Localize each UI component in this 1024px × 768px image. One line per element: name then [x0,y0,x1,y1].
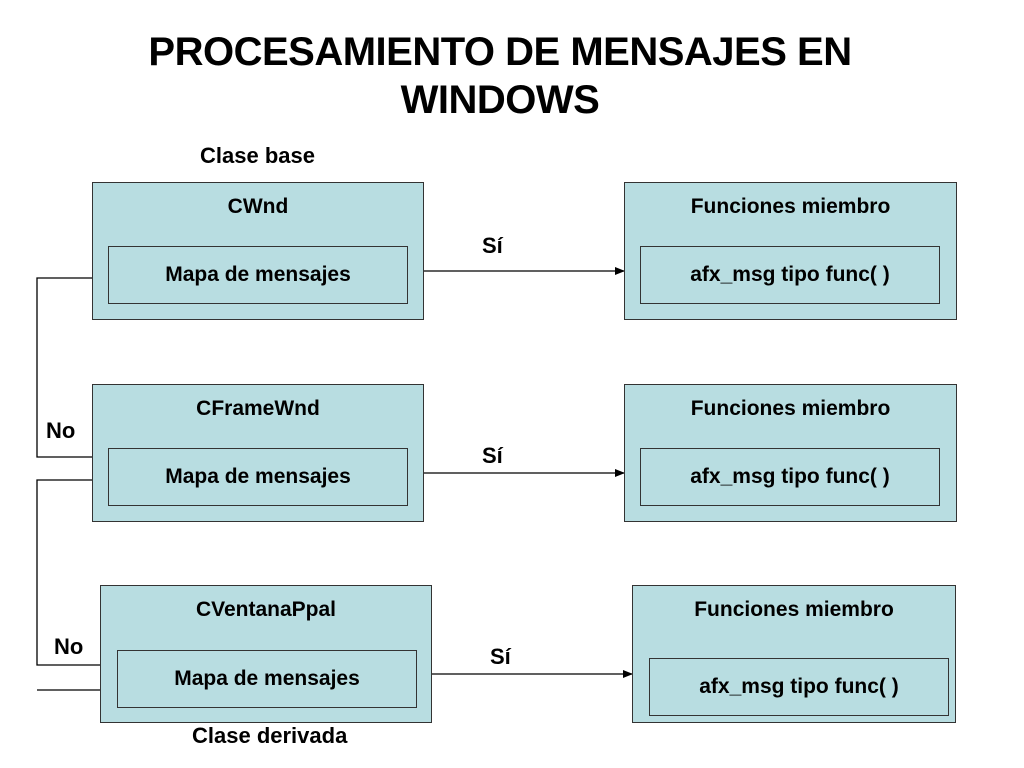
yes-label-1: Sí [482,233,503,258]
page-title: PROCESAMIENTO DE MENSAJES EN WINDOWS [0,28,1000,124]
class-box-cventanappal: CVentanaPpal Mapa de mensajes [100,585,432,723]
member-functions-box-2: Funciones miembro afx_msg tipo func( ) [624,384,957,522]
class-box-cwnd: CWnd Mapa de mensajes [92,182,424,320]
class-name: CWnd [227,195,289,218]
message-map-box: Mapa de mensajes [117,650,417,708]
member-functions-title: Funciones miembro [690,195,891,218]
class-box-cframewnd: CFrameWnd Mapa de mensajes [92,384,424,522]
message-map-box: Mapa de mensajes [108,448,408,506]
title-line-1: PROCESAMIENTO DE MENSAJES EN [148,30,852,74]
function-signature-box: afx_msg tipo func( ) [649,658,949,716]
member-functions-title: Funciones miembro [690,397,891,420]
class-name: CVentanaPpal [195,598,337,621]
yes-label-3: Sí [490,644,511,669]
member-functions-title: Funciones miembro [694,598,894,621]
class-name: CFrameWnd [196,397,320,420]
no-path-1 [36,274,109,458]
derived-class-label: Clase derivada [192,723,348,748]
no-label-2: No [54,634,84,659]
title-line-2: WINDOWS [400,78,600,122]
member-functions-box-3: Funciones miembro afx_msg tipo func( ) [632,585,956,723]
yes-label-2: Sí [482,443,503,468]
function-signature-box: afx_msg tipo func( ) [640,448,940,506]
base-class-label: Clase base [200,143,315,168]
no-label-1: No [46,418,76,443]
message-map-box: Mapa de mensajes [108,246,408,304]
member-functions-box-1: Funciones miembro afx_msg tipo func( ) [624,182,957,320]
function-signature-box: afx_msg tipo func( ) [640,246,940,304]
no-path-2 [36,476,117,666]
